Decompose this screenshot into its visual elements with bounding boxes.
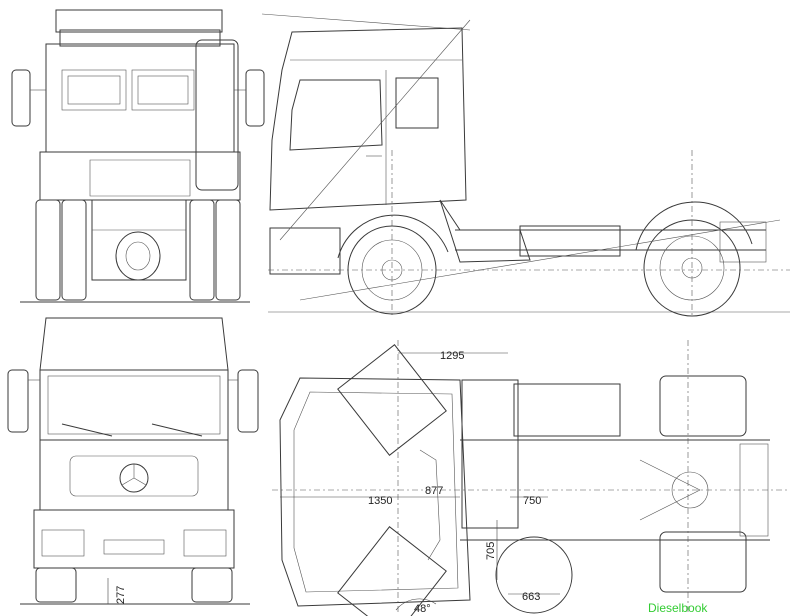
dim-angle-arc (395, 598, 437, 611)
top-view: 1295 1350 877 750 705 663 48° Dieselbook (272, 340, 790, 616)
front-view: 277 (7, 317, 259, 605)
rear-exhaust-stack (195, 39, 239, 191)
top-tank (513, 383, 621, 437)
dim-1295: 1295 (440, 350, 464, 362)
top-engine-bay (461, 379, 519, 529)
top-cab (279, 377, 471, 607)
watermark: Dieselbook (648, 601, 708, 615)
top-fifth-wheel (671, 471, 709, 509)
rear-roof (55, 9, 223, 33)
front-right-tire (191, 567, 233, 603)
front-left-tire (35, 567, 77, 603)
dim-1350: 1350 (368, 495, 392, 507)
rear-differential (115, 231, 161, 281)
side-door-window (289, 79, 383, 151)
front-roof-spoiler (39, 317, 229, 371)
front-bumper (33, 509, 235, 569)
rear-right-mirror (245, 69, 265, 127)
dim-877: 877 (425, 485, 443, 497)
front-right-headlight (183, 529, 227, 557)
front-right-mirror (237, 369, 259, 433)
dim-angle: 48° (414, 603, 431, 615)
side-rear-window (395, 77, 439, 129)
rear-tire-left-outer (35, 199, 61, 301)
rear-left-mirror (11, 69, 31, 127)
rear-tire-right-inner (189, 199, 215, 301)
side-cab (269, 27, 467, 211)
rear-tire-right-outer (215, 199, 241, 301)
rear-cab-body (45, 43, 235, 153)
top-front-wheel-lower (337, 526, 447, 616)
dim-663: 663 (522, 591, 540, 603)
top-front-wheel-upper (337, 344, 447, 456)
front-windshield (39, 369, 229, 441)
rear-view (11, 9, 265, 303)
dim-750: 750 (523, 495, 541, 507)
dim-705: 705 (485, 542, 497, 560)
front-left-headlight (41, 529, 85, 557)
dim-ground-clearance: 277 (115, 586, 127, 604)
side-view (261, 13, 790, 317)
front-grille (69, 455, 199, 497)
top-rear-tires-upper (659, 375, 747, 437)
rear-tire-left-inner (61, 199, 87, 301)
front-left-mirror (7, 369, 29, 433)
top-rear-tires-lower (659, 531, 747, 593)
